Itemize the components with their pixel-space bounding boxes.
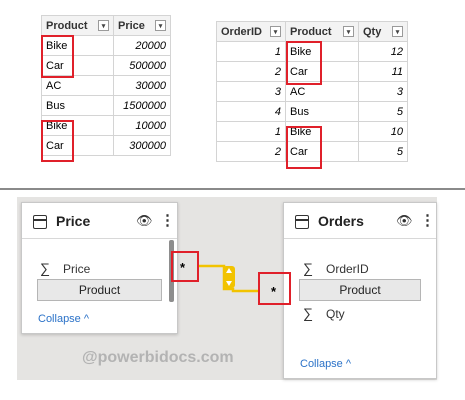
table-cell[interactable]: Bus [285, 101, 359, 122]
dropdown-filter-icon[interactable]: ▾ [392, 26, 403, 37]
field-price[interactable]: Price [63, 262, 91, 276]
orders-table-card[interactable]: Orders 👁 ⋮ ∑ OrderID Product ∑ Qty Colla… [283, 202, 437, 379]
table-cell[interactable]: Bike [41, 35, 114, 56]
table-cell[interactable]: 300000 [113, 135, 171, 156]
more-options-icon[interactable]: ⋮ [420, 212, 435, 229]
table-cell[interactable]: 1500000 [113, 95, 171, 116]
price-table-header-row: Product▾ Price▾ [41, 15, 171, 36]
watermark: @powerbidocs.com [82, 349, 234, 366]
dropdown-filter-icon[interactable]: ▾ [270, 26, 281, 37]
dropdown-filter-icon[interactable]: ▾ [98, 20, 109, 31]
table-cell[interactable]: AC [285, 81, 359, 102]
dropdown-filter-icon[interactable]: ▾ [343, 26, 354, 37]
column-header-price[interactable]: Price▾ [113, 15, 171, 36]
table-cell[interactable]: Car [41, 135, 114, 156]
table-cell[interactable]: 10 [358, 121, 408, 142]
table-cell[interactable]: Car [41, 55, 114, 76]
chevron-up-icon: ^ [345, 358, 352, 370]
table-cell[interactable]: AC [41, 75, 114, 96]
column-header-product[interactable]: Product▾ [285, 21, 359, 42]
table-cell[interactable]: Bike [41, 115, 114, 136]
table-cell[interactable]: 10000 [113, 115, 171, 136]
table-cell[interactable]: 1 [216, 121, 286, 142]
table-cell[interactable]: Bike [285, 121, 359, 142]
table-cell[interactable]: 30000 [113, 75, 171, 96]
card-title: Price [56, 213, 91, 229]
cardinality-many-right: * [271, 284, 277, 299]
card-header-divider [22, 238, 177, 239]
field-product[interactable]: Product [37, 279, 162, 301]
table-cell[interactable]: 2 [216, 141, 286, 162]
table-cell[interactable]: Car [285, 141, 359, 162]
dropdown-filter-icon[interactable]: ▾ [155, 20, 166, 31]
column-header-product[interactable]: Product▾ [41, 15, 114, 36]
table-cell[interactable]: 3 [216, 81, 286, 102]
more-options-icon[interactable]: ⋮ [160, 212, 175, 229]
column-header-orderid[interactable]: OrderID▾ [216, 21, 286, 42]
eye-icon[interactable]: 👁 [136, 213, 153, 228]
collapse-link[interactable]: Collapse ^ [300, 358, 352, 370]
field-qty[interactable]: Qty [326, 307, 345, 321]
chevron-up-icon: ^ [83, 313, 90, 325]
table-cell[interactable]: 1 [216, 41, 286, 62]
table-cell[interactable]: 500000 [113, 55, 171, 76]
scrollbar[interactable] [169, 240, 174, 302]
table-cell[interactable]: 5 [358, 141, 408, 162]
table-cell[interactable]: Car [285, 61, 359, 82]
table-cell[interactable]: 12 [358, 41, 408, 62]
table-icon [33, 215, 47, 229]
field-product[interactable]: Product [299, 279, 421, 301]
sigma-icon: ∑ [303, 305, 313, 321]
collapse-link[interactable]: Collapse ^ [38, 313, 90, 325]
table-cell[interactable]: Bus [41, 95, 114, 116]
table-cell[interactable]: 3 [358, 81, 408, 102]
card-title: Orders [318, 213, 364, 229]
price-table-card[interactable]: Price 👁 ⋮ ∑ Price Product Collapse ^ [21, 202, 178, 334]
table-icon [295, 215, 309, 229]
table-cell[interactable]: Bike [285, 41, 359, 62]
table-cell[interactable]: 2 [216, 61, 286, 82]
eye-icon[interactable]: 👁 [396, 213, 413, 228]
table-cell[interactable]: 20000 [113, 35, 171, 56]
orders-table-header-row: OrderID▾ Product▾ Qty▾ [216, 21, 408, 42]
table-cell[interactable]: 11 [358, 61, 408, 82]
table-cell[interactable]: 4 [216, 101, 286, 122]
sigma-icon: ∑ [303, 260, 313, 276]
cardinality-many-left: * [180, 260, 186, 275]
card-header-divider [284, 238, 436, 239]
column-header-qty[interactable]: Qty▾ [358, 21, 408, 42]
section-divider [0, 188, 465, 190]
field-orderid[interactable]: OrderID [326, 262, 369, 276]
table-cell[interactable]: 5 [358, 101, 408, 122]
sigma-icon: ∑ [40, 260, 50, 276]
